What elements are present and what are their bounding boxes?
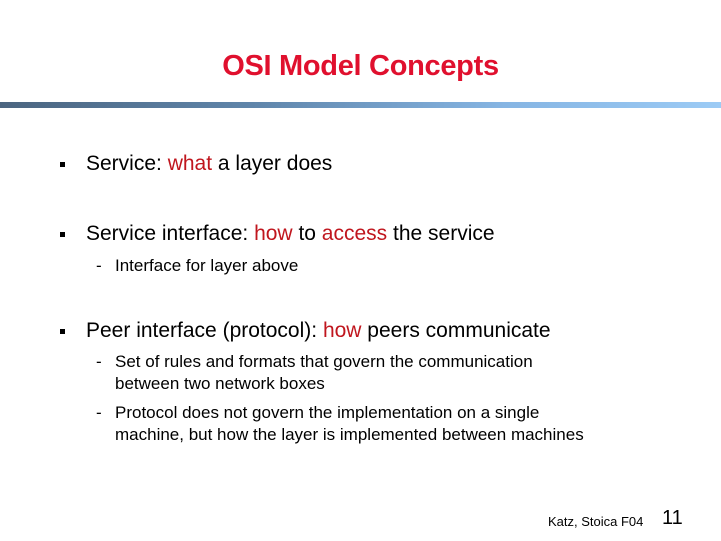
bullet-text: Peer interface (protocol): how peers com…	[86, 319, 551, 342]
page-number: 11	[662, 507, 683, 529]
slide-title: OSI Model Concepts	[222, 50, 499, 82]
highlight-word: how	[254, 222, 293, 245]
bullet-text: Service: what a layer does	[86, 152, 333, 175]
dash-marker: -	[96, 256, 102, 275]
highlight-word: access	[321, 222, 388, 245]
highlight-word: what	[167, 152, 213, 175]
title-divider	[0, 102, 721, 108]
footer-credit: Katz, Stoica F04	[548, 514, 644, 529]
sub-bullet-text: Interface for layer above	[115, 256, 299, 275]
sub-bullet-text: Set of rules and formats that govern the…	[115, 352, 533, 371]
sub-bullet-text-cont: between two network boxes	[115, 374, 325, 393]
highlight-word: how	[322, 319, 362, 342]
square-bullet-icon	[60, 232, 65, 237]
square-bullet-icon	[60, 162, 65, 167]
dash-marker: -	[96, 352, 102, 371]
sub-bullet-text-cont: machine, but how the layer is implemente…	[115, 425, 584, 444]
sub-bullet-text: Protocol does not govern the implementat…	[115, 403, 540, 422]
square-bullet-icon	[60, 329, 65, 334]
dash-marker: -	[96, 403, 102, 422]
bullet-text: Service interface: how to access the ser…	[86, 222, 495, 245]
